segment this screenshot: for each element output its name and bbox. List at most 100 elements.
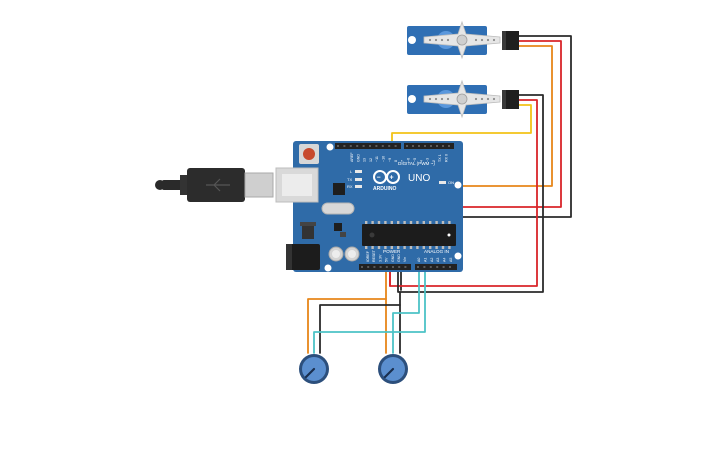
header-hole (418, 145, 420, 147)
wire-pot1-ground-black[interactable] (319, 291, 401, 354)
led-tx-label: TX (347, 177, 352, 182)
horn-hole (428, 97, 432, 101)
chip-notch (369, 232, 375, 238)
reset-button[interactable] (303, 148, 315, 160)
pin-label: TX 1 (438, 154, 442, 162)
pin-label: RX 0 (445, 154, 449, 162)
servo-connector[interactable] (502, 31, 519, 50)
wire-pot2-signal-teal[interactable] (392, 269, 420, 354)
chip-pin (435, 246, 438, 249)
pin-label: A1 (423, 258, 427, 262)
servo-shaft (456, 93, 468, 105)
pin-label: ~3 (426, 158, 430, 162)
servo-motor-top[interactable] (407, 20, 519, 60)
mounting-hole (326, 143, 334, 151)
logo-minus: − (377, 175, 381, 182)
arduino-logo-icon (373, 170, 400, 184)
led-tx (355, 178, 362, 181)
pin-label: RESET (372, 249, 376, 262)
wires (307, 35, 572, 354)
chip-pin (441, 221, 445, 224)
servo-motor-bottom[interactable] (407, 79, 519, 119)
analog-header[interactable] (415, 264, 457, 270)
header-hole (369, 145, 371, 147)
chip-pin (448, 246, 451, 249)
horn-hole (474, 97, 478, 101)
usb-chip (333, 183, 345, 195)
chip-pin (409, 246, 413, 249)
header-hole (375, 145, 378, 147)
chip-pin (403, 246, 406, 249)
smd-component (334, 223, 342, 231)
chip-pin (384, 246, 387, 249)
pin-label: A4 (443, 258, 447, 262)
potentiometer-right[interactable] (378, 354, 408, 384)
wire-servo2-signal-yellow[interactable] (391, 104, 532, 152)
header-hole (424, 145, 426, 147)
wire-servo2-ground-black[interactable] (397, 94, 544, 293)
header-hole (429, 266, 432, 268)
chip-pin (377, 246, 381, 249)
horn-hole (480, 38, 484, 42)
mounting-hole (454, 181, 462, 189)
wire-servo1-signal-orange[interactable] (385, 45, 553, 187)
pin-label: 13 (363, 158, 367, 162)
chip-pin (441, 246, 445, 249)
pin-label: 4 (419, 160, 423, 162)
capacitor-top (332, 250, 340, 258)
pin-label: Vin (403, 257, 407, 262)
chip-dot (447, 233, 451, 237)
header-hole (343, 145, 346, 147)
header-hole (417, 266, 419, 268)
header-hole (337, 145, 339, 147)
wire-pot1-power-orange[interactable] (307, 269, 387, 354)
usb-b-jack-inner (282, 174, 312, 196)
usb-cable-metal-tip (244, 172, 274, 198)
chip-pin (384, 221, 387, 224)
servo-connector[interactable] (502, 90, 519, 109)
usb-trident-icon (206, 178, 230, 192)
servo-mount-hole (408, 95, 416, 103)
chip-pin (429, 221, 432, 224)
pot-indicator (304, 367, 316, 379)
header-hole (406, 145, 408, 147)
header-hole (423, 266, 426, 268)
header-hole (430, 145, 432, 147)
wire-pot1-signal-teal[interactable] (313, 269, 426, 354)
voltage-regulator-tab (300, 222, 316, 226)
pin-label: GND (391, 254, 395, 262)
header-hole (404, 266, 407, 268)
usb-cable-strain-relief (162, 180, 182, 190)
board-brand: ARDUINO (373, 186, 396, 192)
wire-servo2-power-red[interactable] (389, 99, 538, 287)
led-l-label: L (350, 169, 353, 174)
pin-label: IOREF (366, 250, 370, 262)
header-hole (392, 266, 394, 268)
digital-header-label: DIGITAL (PWM ~) (398, 161, 435, 166)
power-header-label: POWER (383, 249, 401, 254)
pot-indicator (383, 367, 395, 379)
header-hole (388, 145, 391, 147)
header-hole (442, 145, 444, 147)
power-header[interactable] (359, 264, 411, 270)
arduino-uno-board[interactable]: L TX RX ON − + UNO ARDUINO DIGITAL (PWM … (275, 141, 463, 272)
chip-pin (422, 246, 425, 249)
chip-pin (416, 221, 419, 224)
potentiometer-left[interactable] (299, 354, 329, 384)
horn-hole (440, 97, 444, 101)
digital-header-left[interactable] (335, 143, 401, 149)
analog-header-label: ANALOG IN (424, 249, 449, 254)
servo-mount-hole (408, 36, 416, 44)
pin-label: 3.3V (378, 254, 382, 262)
atmega-microcontroller (362, 224, 456, 246)
horn-hole (486, 38, 490, 42)
digital-header-right[interactable] (404, 143, 454, 149)
led-on-label: ON (448, 180, 454, 185)
dc-power-jack[interactable] (286, 244, 320, 270)
header-hole (362, 145, 365, 147)
pin-label: 2 (432, 160, 436, 162)
horn-hole (474, 38, 478, 42)
